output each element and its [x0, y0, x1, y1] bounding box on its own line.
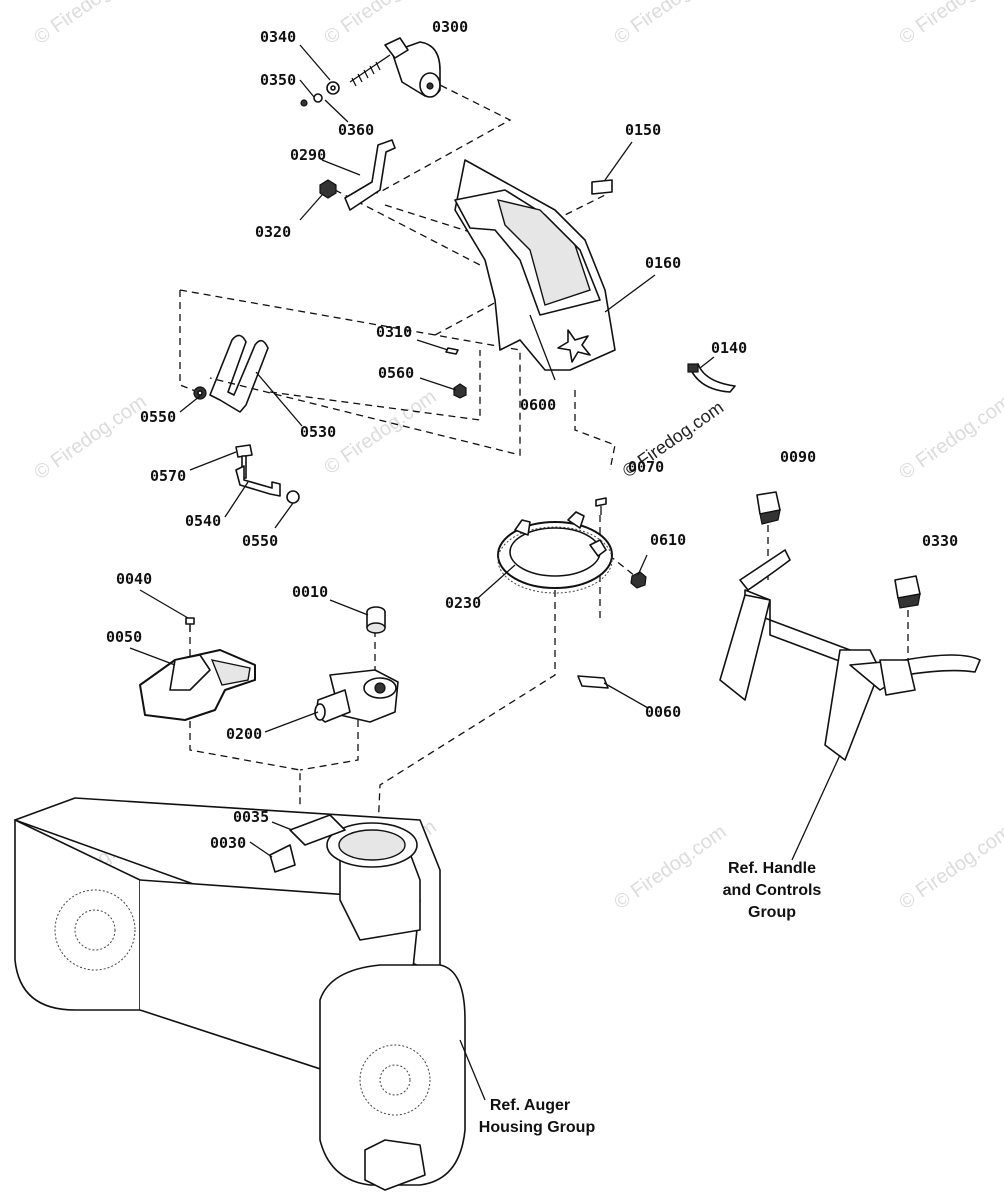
part-label-0340: 0340 [260, 28, 296, 46]
watermark-layer: © Firedog.com © Firedog.com © Firedog.co… [30, 0, 1004, 914]
part-label-0330: 0330 [922, 532, 958, 550]
screw-part-0040 [185, 617, 195, 632]
part-label-0160: 0160 [645, 254, 681, 272]
part-label-0070: 0070 [628, 458, 664, 476]
watermark: © Firedog.com [895, 391, 1004, 484]
part-label-0550: 0550 [242, 532, 278, 550]
watermark: © Firedog.com [610, 821, 730, 914]
part-label-0360: 0360 [338, 121, 374, 139]
ring-gear-part-0230 [497, 511, 613, 594]
chute-deflector-part-0160 [454, 159, 616, 381]
part-label-0320: 0320 [255, 223, 291, 241]
gear-part-0010 [366, 606, 386, 634]
part-label-0300: 0300 [432, 18, 468, 36]
ref-handle-line-2: and Controls [723, 882, 822, 899]
part-label-0560: 0560 [378, 364, 414, 382]
washer-part-0360 [313, 93, 323, 103]
screw-part-0070 [595, 497, 607, 515]
part-label-0040: 0040 [116, 570, 152, 588]
cap-part-0330 [894, 575, 921, 609]
part-label-0290: 0290 [290, 146, 326, 164]
part-label-0090: 0090 [780, 448, 816, 466]
watermark: © Firedog.com [30, 0, 150, 49]
part-label-0230: 0230 [445, 594, 481, 612]
rod-part-0530 [209, 334, 269, 413]
watermark: © Firedog.com [30, 391, 150, 484]
watermark: © Firedog.com [610, 0, 730, 49]
part-label-0030: 0030 [210, 834, 246, 852]
part-label-0570: 0570 [150, 467, 186, 485]
part-label-0140: 0140 [711, 339, 747, 357]
part-label-0035: 0035 [233, 808, 269, 826]
auger-housing-reference [14, 797, 466, 1191]
watermark: © Firedog.com [895, 0, 1004, 49]
part-label-0550: 0550 [140, 408, 176, 426]
part-label-0600: 0600 [520, 396, 556, 414]
ref-handle-line-3: Group [748, 904, 796, 921]
part-label-0060: 0060 [645, 703, 681, 721]
decal-part-0150 [591, 179, 613, 195]
nut-part-0560 [453, 383, 467, 399]
part-label-0200: 0200 [226, 725, 262, 743]
part-label-0530: 0530 [300, 423, 336, 441]
washer-part-0550 [286, 490, 300, 504]
reference-labels: Ref. Handle and Controls Group Ref. Auge… [479, 860, 822, 1136]
watermark: © Firedog.com [320, 386, 440, 479]
part-label-0310: 0310 [376, 323, 412, 341]
part-label-0540: 0540 [185, 512, 221, 530]
clip-part-0140 [687, 363, 736, 393]
watermark: © Firedog.com [895, 821, 1004, 914]
ref-auger-line-1: Ref. Auger [490, 1097, 570, 1114]
motor-part-0300 [349, 37, 441, 98]
cover-part-0050 [139, 649, 256, 721]
part-label-0350: 0350 [260, 71, 296, 89]
ref-handle-line-1: Ref. Handle [728, 860, 816, 877]
nut-part-0350 [300, 99, 308, 107]
part-label-0010: 0010 [292, 583, 328, 601]
leader-lines [129, 44, 841, 1101]
bracket-part-0540 [235, 465, 281, 497]
part-labels: 0340 0300 0350 0360 0150 0290 0320 0160 … [106, 18, 958, 852]
part-label-0150: 0150 [625, 121, 661, 139]
plate-part-0060 [577, 675, 609, 689]
screw-part-0310 [445, 347, 459, 355]
handle-assembly-reference [719, 549, 981, 761]
nut-part-0320 [319, 179, 337, 199]
cap-part-0090 [756, 491, 781, 525]
part-label-0610: 0610 [650, 531, 686, 549]
gearbox-part-0200 [314, 669, 399, 723]
ref-auger-line-2: Housing Group [479, 1119, 596, 1136]
bracket-part-0290 [344, 139, 396, 211]
part-label-0050: 0050 [106, 628, 142, 646]
